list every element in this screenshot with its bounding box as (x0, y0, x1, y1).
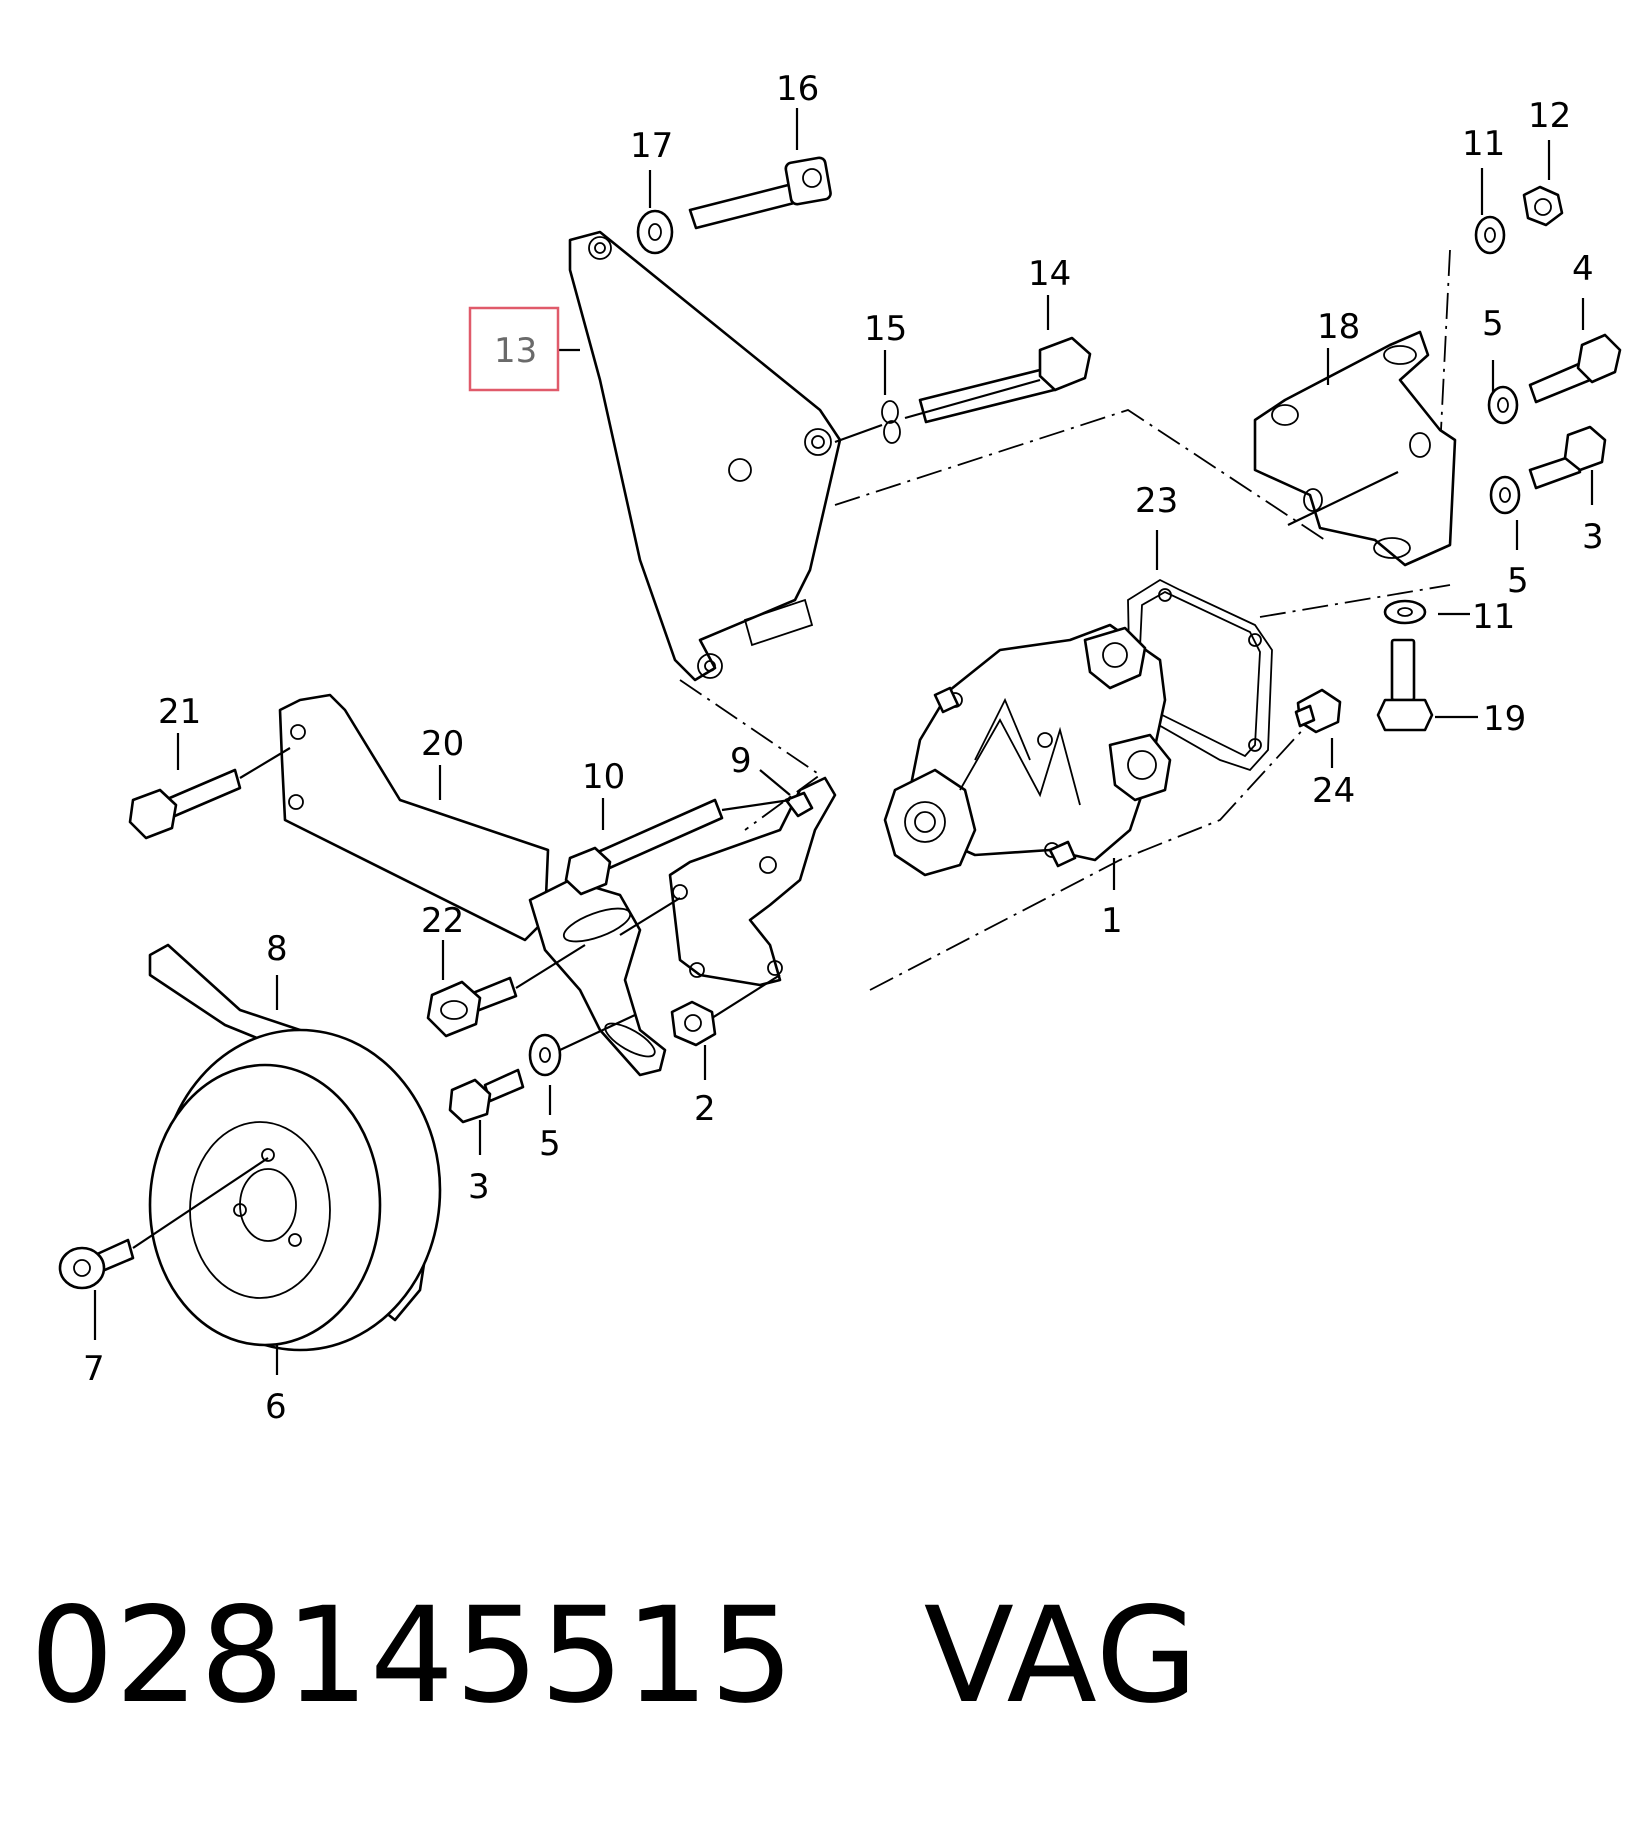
part-11-washer-bottom (1383, 599, 1427, 625)
callout-19: 19 (1483, 699, 1526, 739)
callout-11-top: 11 (1462, 124, 1505, 164)
bolt-guide-lines (239, 378, 1041, 1051)
callout-8: 8 (266, 929, 288, 969)
part-14-bolt (918, 336, 1092, 424)
part-22-bolt (426, 976, 518, 1038)
part-1-pump (883, 623, 1172, 877)
callout-5-left: 5 (539, 1124, 561, 1164)
part-21-bolt (128, 768, 242, 840)
part-12-nut (1522, 185, 1564, 227)
callout-1: 1 (1101, 901, 1123, 941)
part-number: 028145515 (30, 1579, 795, 1733)
callout-3-left: 3 (468, 1167, 490, 1207)
callout-labels: 1 2 3 3 4 5 5 5 6 7 8 9 10 11 11 12 13 1… (83, 69, 1604, 1427)
part-4-bolt (1528, 333, 1622, 404)
part-17-washer (636, 209, 674, 255)
part-5-washer-left (528, 1033, 562, 1077)
callout-12: 12 (1528, 96, 1571, 136)
callout-9: 9 (730, 741, 752, 781)
callout-20: 20 (421, 724, 464, 764)
part-2-nut (670, 1000, 717, 1047)
part-9-plate (668, 776, 837, 987)
highlight-box-13 (468, 306, 560, 392)
callout-7: 7 (83, 1349, 105, 1389)
part-3-bolt-right (1528, 425, 1607, 490)
assembly-center-lines (679, 249, 1451, 991)
callout-18: 18 (1317, 307, 1360, 347)
exploded-parts-diagram: 1 2 3 3 4 5 5 5 6 7 8 9 10 11 11 12 13 1… (58, 69, 1622, 1427)
callout-23: 23 (1135, 481, 1178, 521)
callout-15: 15 (864, 309, 907, 349)
brand-name: VAG (923, 1579, 1199, 1733)
callout-21: 21 (158, 692, 201, 732)
part-5-washer-lower (1489, 475, 1521, 515)
part-18-bracket (1253, 330, 1457, 567)
part-5-washer-upper (1487, 385, 1519, 425)
callout-5-lower-right: 5 (1507, 561, 1529, 601)
part-3-bolt-left (448, 1068, 525, 1124)
part-15-ring (834, 400, 901, 444)
part-19-bolt (1376, 638, 1434, 732)
callout-leaders (93, 108, 1594, 1375)
callout-13: 13 (494, 331, 537, 371)
callout-14: 14 (1028, 254, 1071, 294)
callout-4: 4 (1572, 249, 1594, 289)
part-24-plug (1294, 688, 1342, 734)
part-7-bolt (58, 1157, 269, 1290)
part-6-pulley (148, 1028, 442, 1352)
callout-16: 16 (776, 69, 819, 109)
callout-5-upper-right: 5 (1482, 304, 1504, 344)
callout-10: 10 (582, 757, 625, 797)
callout-17: 17 (630, 126, 673, 166)
part-11-washer-top (1474, 215, 1506, 255)
callout-6: 6 (265, 1387, 287, 1427)
callout-11-bottom: 11 (1472, 597, 1515, 637)
part-10-bolt (564, 798, 724, 896)
callout-22: 22 (421, 901, 464, 941)
callout-24: 24 (1312, 771, 1355, 811)
part-13-bracket (568, 230, 842, 682)
callout-3-right: 3 (1582, 517, 1604, 557)
part-16-bolt (688, 156, 832, 230)
part-number-caption: 028145515 VAG (30, 1590, 1199, 1722)
callout-2: 2 (694, 1089, 716, 1129)
